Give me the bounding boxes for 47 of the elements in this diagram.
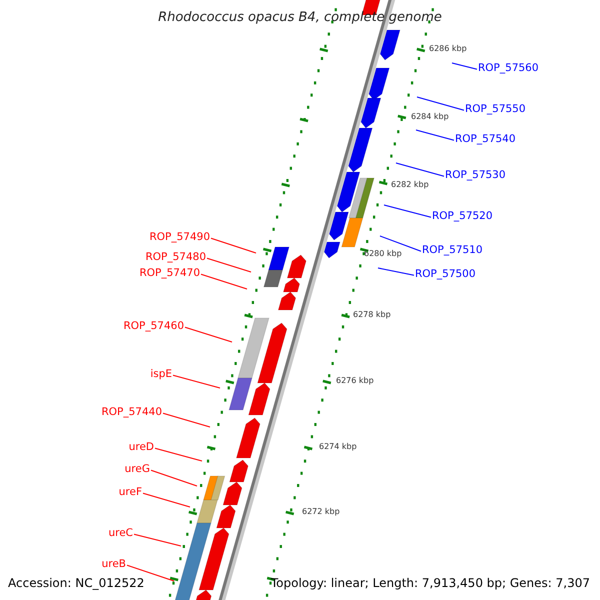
- gene-label: ureF: [118, 487, 142, 498]
- gene-label: ispE: [150, 369, 172, 380]
- gene-label: ROP_57560: [478, 63, 539, 74]
- leader-line: [184, 326, 232, 342]
- gene-label: ROP_57550: [465, 104, 526, 114]
- leader-line: [416, 96, 464, 111]
- position-label: 6284 kbp: [411, 113, 449, 121]
- leader-line: [452, 62, 478, 70]
- gene-label: ROP_57520: [432, 211, 493, 222]
- leader-line: [378, 268, 414, 276]
- gene-label: ROP_57480: [145, 252, 206, 262]
- gene-label: ureD: [128, 442, 154, 452]
- leader-line: [134, 534, 182, 546]
- leader-line: [206, 258, 252, 272]
- leader-line: [172, 374, 220, 388]
- leader-line: [396, 162, 444, 177]
- leader-line: [380, 236, 422, 252]
- leader-line: [154, 448, 202, 462]
- leader-line: [150, 470, 198, 486]
- leader-line: [162, 412, 210, 428]
- leader-line: [384, 204, 432, 218]
- position-label: 6272 kbp: [302, 508, 340, 516]
- gene-label: ROP_57500: [415, 269, 476, 280]
- position-label: 6282 kbp: [391, 181, 429, 189]
- gene-label: ROP_57440: [101, 407, 162, 418]
- gene-label: ROP_57530: [445, 170, 506, 180]
- gene-label: ROP_57490: [149, 232, 210, 242]
- leader-line: [200, 274, 248, 290]
- leader-line: [210, 238, 256, 254]
- leader-line: [416, 130, 454, 141]
- gene-label: ureG: [124, 464, 150, 474]
- position-label: 6280 kbp: [364, 250, 402, 258]
- genome-stats-text: Topology: linear; Length: 7,913,450 bp; Genes: 7,307: [270, 577, 590, 589]
- gene-label: ROP_57460: [123, 321, 184, 332]
- position-label: 6276 kbp: [336, 377, 374, 385]
- gene-label: ROP_57540: [455, 134, 516, 144]
- accession-text: Accession: NC_012522: [8, 577, 144, 589]
- gene-label: ROP_57510: [422, 245, 483, 256]
- leader-line: [126, 564, 174, 582]
- position-label: 6274 kbp: [319, 443, 357, 451]
- map-title: Rhodococcus opacus B4, complete genome: [157, 11, 443, 24]
- gene-label: ureB: [102, 559, 126, 570]
- position-label: 6278 kbp: [353, 311, 391, 319]
- gene-label: ROP_57470: [139, 268, 200, 278]
- leader-line: [142, 492, 190, 508]
- position-label: 6286 kbp: [429, 45, 467, 53]
- gene-label: ureC: [108, 528, 133, 538]
